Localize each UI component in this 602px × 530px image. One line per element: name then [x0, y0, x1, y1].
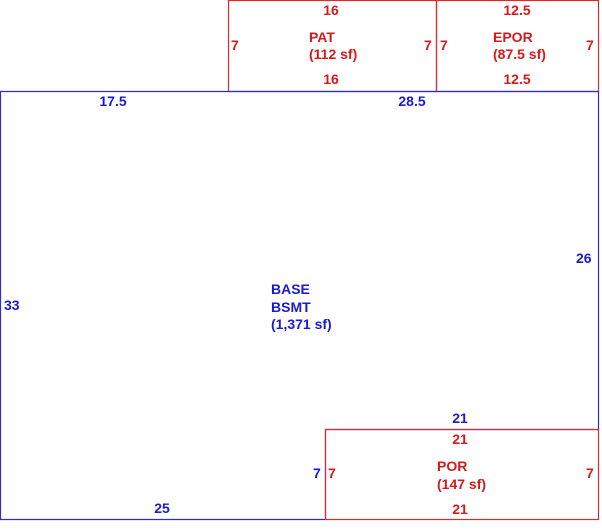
pat-right-dim: 7: [424, 37, 432, 53]
base-bottom-dim: 25: [154, 500, 170, 516]
por-bottom-dim: 21: [452, 501, 468, 517]
base-notch-top-dim: 21: [452, 410, 468, 426]
pat-code-label: PAT: [309, 29, 335, 45]
por-area-label: (147 sf): [437, 476, 486, 492]
pat-top-dim: 16: [323, 2, 339, 18]
pat-left-dim: 7: [231, 37, 239, 53]
base-top-left-dim: 17.5: [99, 93, 126, 109]
epor-top-dim: 12.5: [503, 2, 530, 18]
epor-area-label: (87.5 sf): [493, 46, 546, 62]
epor-code-label: EPOR: [493, 29, 533, 45]
por-outline: [324, 428, 600, 521]
base-sub-label: BSMT: [271, 299, 311, 315]
base-top-right-dim: 28.5: [398, 93, 425, 109]
por-right-dim: 7: [586, 465, 594, 481]
base-code-label: BASE: [271, 281, 310, 297]
por-code-label: POR: [437, 458, 467, 474]
base-notch-side-dim: 7: [313, 465, 321, 481]
base-area-label: (1,371 sf): [271, 316, 332, 332]
pat-area-label: (112 sf): [309, 46, 357, 62]
epor-right-dim: 7: [586, 37, 594, 53]
epor-left-dim: 7: [440, 37, 448, 53]
por-left-dim: 7: [328, 465, 336, 481]
area-pat[interactable]: 16 16 7 7 PAT (112 sf): [227, 0, 438, 93]
epor-bottom-dim: 12.5: [503, 71, 530, 87]
area-base[interactable]: 17.5 28.5 33 26 25 21 7 BASE BSMT (1,371…: [0, 90, 600, 521]
area-epor[interactable]: 12.5 12.5 7 7 EPOR (87.5 sf): [435, 0, 600, 93]
pat-bottom-dim: 16: [323, 71, 339, 87]
base-left-dim: 33: [4, 297, 20, 313]
base-right-dim: 26: [576, 250, 592, 266]
por-top-dim: 21: [452, 431, 468, 447]
area-por[interactable]: 21 21 7 7 POR (147 sf): [324, 428, 600, 521]
